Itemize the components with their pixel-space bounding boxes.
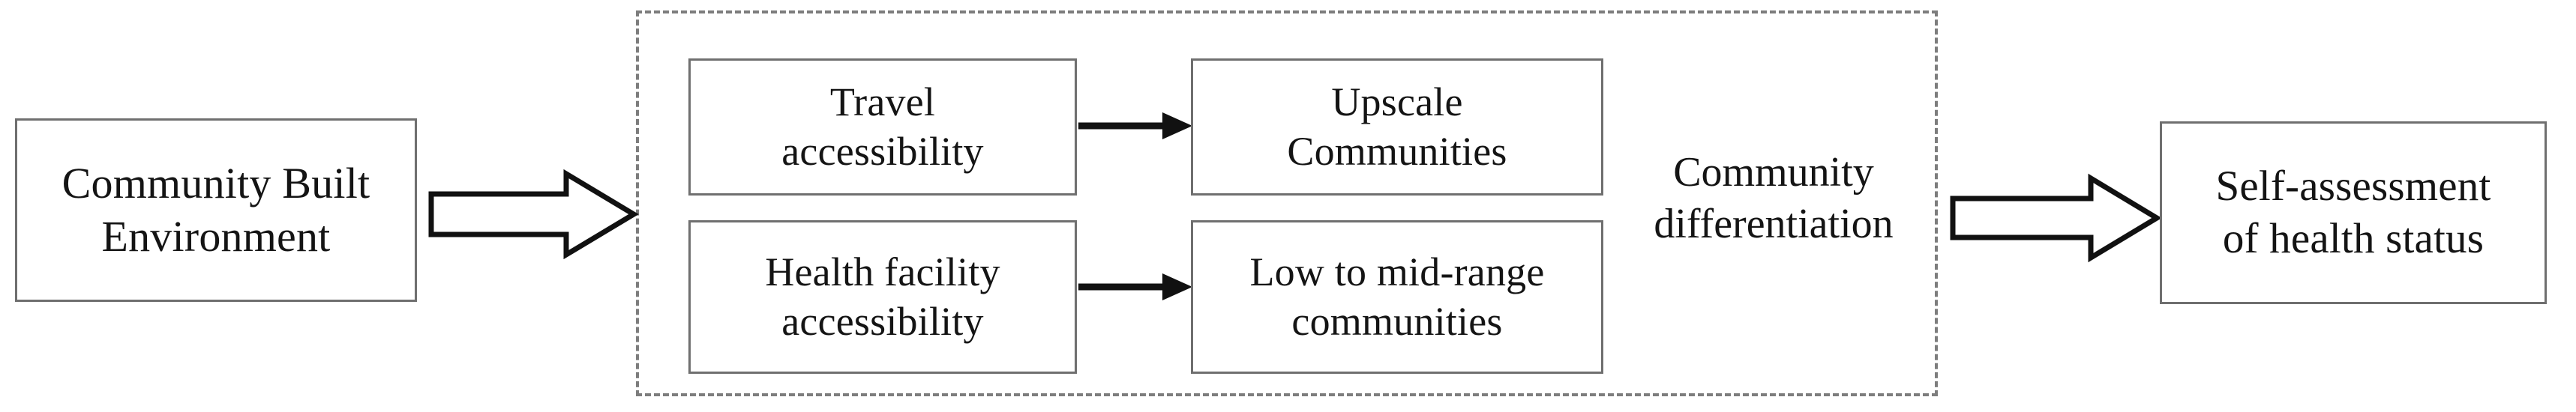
node-low-to-mid-range-communities[interactable]: Low to mid-range communities	[1191, 220, 1603, 374]
node-community-built-environment[interactable]: Community Built Environment	[15, 118, 417, 302]
block-arrow-built-environment-to-group	[428, 169, 639, 260]
node-travel-accessibility[interactable]: Travel accessibility	[688, 58, 1077, 196]
node-health-facility-accessibility-label: Health facility accessibility	[765, 249, 1000, 344]
group-label-community-differentiation: Community differentiation	[1654, 149, 1894, 248]
node-low-to-mid-range-communities-label: Low to mid-range communities	[1249, 249, 1545, 344]
block-arrow-group-to-self-assessment	[1950, 173, 2162, 263]
node-self-assessment-of-health-status[interactable]: Self-assessment of health status	[2160, 121, 2547, 304]
node-health-facility-accessibility[interactable]: Health facility accessibility	[688, 220, 1077, 374]
node-upscale-communities-label: Upscale Communities	[1287, 79, 1507, 174]
node-travel-accessibility-label: Travel accessibility	[781, 79, 984, 174]
node-self-assessment-of-health-status-label: Self-assessment of health status	[2215, 163, 2491, 262]
node-upscale-communities[interactable]: Upscale Communities	[1191, 58, 1603, 196]
node-community-built-environment-label: Community Built Environment	[61, 158, 370, 261]
